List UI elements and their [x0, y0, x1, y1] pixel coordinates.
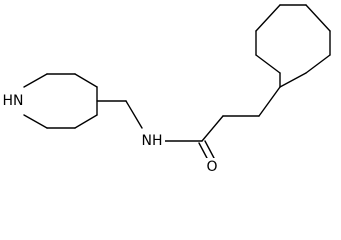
amide-nitrogen: NH	[139, 132, 165, 150]
cyclohexane-ring	[255, 4, 331, 88]
label-background	[204, 158, 220, 176]
ring-nitrogen-label: HN	[3, 93, 24, 109]
bond	[305, 4, 331, 32]
label-background	[139, 132, 165, 150]
label-background	[2, 92, 26, 110]
carbonyl-double-bond	[198, 140, 215, 161]
bond	[201, 115, 224, 142]
chemical-structure-diagram: HN NH O	[2, 4, 331, 176]
bond	[255, 4, 281, 32]
carbonyl-oxygen: O	[204, 158, 220, 176]
carbonyl-oxygen-label: O	[206, 159, 217, 175]
bond	[125, 100, 143, 129]
bond	[305, 54, 331, 74]
amide-nitrogen-label: NH	[142, 133, 163, 149]
bond	[204, 140, 215, 159]
bond	[198, 142, 209, 161]
bond	[258, 86, 281, 117]
bond	[255, 54, 281, 74]
bond	[23, 114, 48, 129]
piperidine-ring	[23, 73, 98, 129]
chain	[96, 86, 281, 142]
bond	[74, 114, 98, 129]
bond	[74, 73, 98, 88]
bond	[23, 73, 48, 88]
ring-nitrogen: HN	[2, 92, 26, 110]
bond	[279, 72, 307, 88]
